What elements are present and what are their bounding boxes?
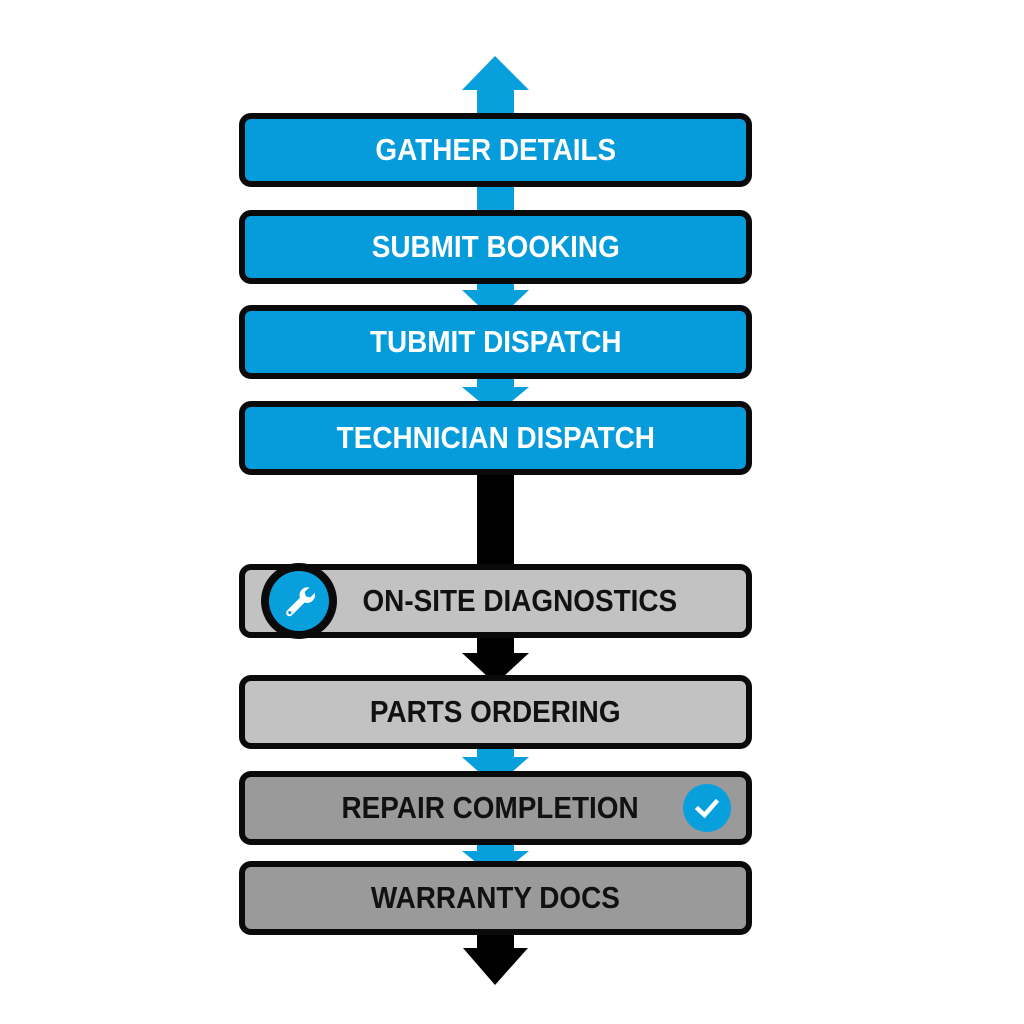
connector-5 (462, 637, 529, 677)
connector-6-shaft (477, 748, 514, 758)
connector-2-head (462, 290, 529, 307)
connector-3-shaft (477, 378, 514, 388)
connector-3 (462, 378, 529, 402)
step-tubmit-dispatch: TUBMIT DISPATCH (239, 305, 752, 379)
bottom-down-arrow (463, 934, 528, 985)
connector-7-head (462, 851, 529, 863)
top-arrow-head (462, 56, 529, 90)
step-label: TECHNICIAN DISPATCH (336, 420, 655, 455)
connector-2-shaft (477, 283, 514, 291)
connector-4-shaft (477, 474, 514, 566)
connector-1 (477, 186, 514, 212)
top-arrow-shaft (477, 89, 514, 115)
step-parts-ordering: PARTS ORDERING (239, 675, 752, 749)
connector-7 (462, 844, 529, 863)
step-warranty-docs: WARRANTY DOCS (239, 861, 752, 935)
bottom-arrow-head (463, 948, 528, 985)
connector-5-shaft (477, 637, 514, 654)
connector-6 (462, 748, 529, 773)
step-label: REPAIR COMPLETION (341, 790, 640, 825)
bottom-arrow-shaft (477, 934, 514, 949)
connector-2 (462, 283, 529, 307)
top-up-arrow (462, 56, 529, 115)
step-label: PARTS ORDERING (370, 694, 621, 729)
step-label: SUBMIT BOOKING (371, 229, 620, 264)
step-label: TUBMIT DISPATCH (369, 324, 622, 359)
checkmark-icon (683, 784, 731, 832)
connector-6-head (462, 757, 529, 773)
step-label: GATHER DETAILS (375, 132, 616, 167)
connector-1-shaft (477, 186, 514, 212)
wrench-icon (269, 571, 329, 631)
step-label: ON-SITE DIAGNOSTICS (362, 583, 677, 618)
connector-3-head (462, 387, 529, 402)
connector-5-head (462, 653, 529, 677)
step-label: WARRANTY DOCS (370, 880, 621, 915)
step-submit-booking: SUBMIT BOOKING (239, 210, 752, 284)
step-gather-details: GATHER DETAILS (239, 113, 752, 187)
wrench-badge (261, 563, 337, 639)
step-technician-dispatch: TECHNICIAN DISPATCH (239, 401, 752, 475)
step-repair-completion: REPAIR COMPLETION (239, 771, 752, 845)
connector-4 (477, 474, 514, 566)
step-on-site-diagnostics: ON-SITE DIAGNOSTICS (239, 563, 752, 639)
connector-7-shaft (477, 844, 514, 852)
